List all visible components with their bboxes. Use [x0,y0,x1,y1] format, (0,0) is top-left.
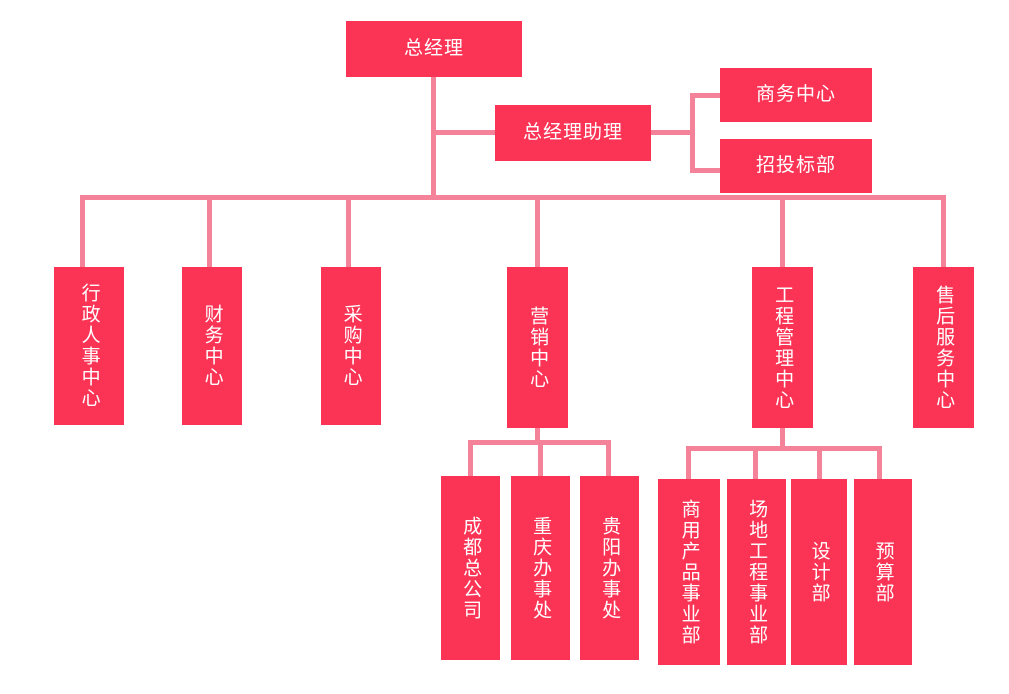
node-label: 行政人事中心 [78,283,100,409]
connector-drop-chengdu [468,440,473,476]
node-label: 总经理 [403,38,464,60]
node-general-manager[interactable]: 总经理 [346,21,522,77]
node-chongqing-office[interactable]: 重庆办事处 [511,476,570,660]
node-label: 营销中心 [527,305,549,390]
connector-drop-marketing [535,195,540,267]
node-after-sales-center[interactable]: 售后服务中心 [913,267,974,428]
connector-drop-chongqing [538,440,543,476]
node-procurement-center[interactable]: 采购中心 [321,267,381,425]
node-guiyang-office[interactable]: 贵阳办事处 [580,476,639,660]
connector-engineering-trunk [780,428,785,450]
connector-assistant-stub-right [650,130,692,135]
node-design-dept[interactable]: 设计部 [791,479,847,665]
connector-drop-budget [877,446,882,479]
node-label: 工程管理中心 [772,284,794,411]
connector-drop-procurement [346,195,351,267]
node-site-engineering-division[interactable]: 场地工程事业部 [727,479,786,665]
connector-drop-site-engineering [753,446,758,479]
node-marketing-center[interactable]: 营销中心 [507,267,568,428]
connector-drop-engineering [780,195,785,267]
node-label: 预算部 [872,540,894,604]
connector-drop-finance [207,195,212,267]
node-business-center[interactable]: 商务中心 [720,68,872,122]
connector-main-bus [80,195,946,200]
node-label: 场地工程事业部 [746,498,768,646]
connector-drop-commercial-product [686,446,691,479]
node-chengdu-head-company[interactable]: 成都总公司 [441,476,500,660]
connector-drop-after-sales [941,195,946,267]
node-label: 商用产品事业部 [678,498,700,646]
node-label: 采购中心 [340,304,362,388]
node-label: 成都总公司 [460,515,482,621]
node-label: 设计部 [808,540,830,604]
node-label: 商务中心 [755,84,836,106]
node-bidding-dept[interactable]: 招投标部 [720,139,872,193]
connector-drop-guiyang [606,440,611,476]
node-engineering-mgmt-center[interactable]: 工程管理中心 [752,267,813,428]
connector-assistant-bus [690,93,695,173]
node-label: 贵阳办事处 [599,515,621,621]
node-label: 售后服务中心 [933,284,955,411]
node-admin-hr-center[interactable]: 行政人事中心 [54,267,124,425]
connector-gm-trunk [431,76,436,198]
node-label: 总经理助理 [522,122,623,144]
node-finance-center[interactable]: 财务中心 [182,267,242,425]
node-label: 招投标部 [755,155,836,177]
connector-marketing-trunk [535,428,540,444]
connector-drop-design [817,446,822,479]
connector-engineering-bus [686,446,882,451]
node-budget-dept[interactable]: 预算部 [854,479,912,665]
node-label: 重庆办事处 [530,515,552,621]
connector-gm-to-assistant [431,130,497,135]
connector-assistant-to-business-center [690,93,722,98]
node-commercial-product-division[interactable]: 商用产品事业部 [658,479,720,665]
node-label: 财务中心 [201,304,223,388]
connector-assistant-to-bidding-dept [690,168,722,173]
node-gm-assistant[interactable]: 总经理助理 [495,105,651,161]
connector-drop-admin-hr [80,195,85,267]
